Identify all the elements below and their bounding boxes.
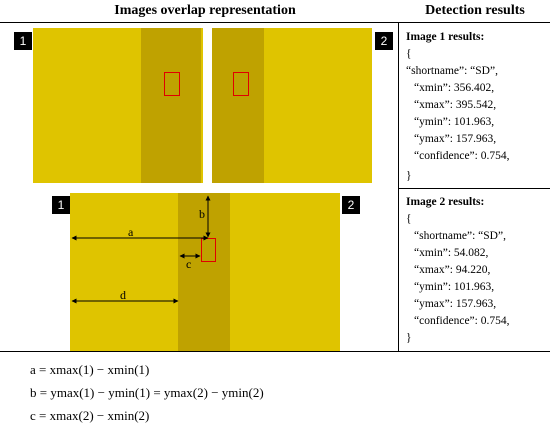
overlap-band (178, 193, 230, 351)
result-line: “ymin”: 101.963, (414, 281, 495, 293)
image-1-panel (33, 28, 203, 183)
table-rule-bottom (0, 351, 550, 352)
result-line: “shortname”: “SD”, (406, 65, 498, 77)
right-column-header: Detection results (425, 3, 525, 18)
image-1-results: Image 1 results: { “shortname”: “SD”, “x… (406, 31, 509, 167)
detection-box (201, 238, 216, 262)
detection-box (164, 72, 180, 96)
result-line: “xmin”: 54.082, (414, 247, 489, 259)
merged-image-2-badge: 2 (342, 196, 360, 214)
detection-box (233, 72, 249, 96)
result-line: “confidence”: 0.754, (414, 315, 510, 327)
results-title: Image 2 results: (406, 196, 485, 208)
left-column-header: Images overlap representation (114, 3, 296, 18)
result-line: “confidence”: 0.754, (414, 150, 510, 162)
result-line: “shortname”: “SD”, (414, 230, 506, 242)
row-rule-middle (398, 188, 550, 189)
image-1-badge: 1 (14, 32, 32, 50)
merged-image-panel (70, 193, 340, 351)
dimension-b-label: b (199, 207, 205, 221)
image-2-results: Image 2 results: { “shortname”: “SD”, “x… (406, 196, 509, 349)
result-line: “xmax”: 395.542, (414, 99, 497, 111)
result-line: “xmax”: 94.220, (414, 264, 491, 276)
column-divider (398, 22, 399, 351)
results-close-brace: } (406, 332, 412, 344)
formula-a: a = xmax(1) − xmin(1) (30, 362, 150, 377)
result-line: “ymin”: 101.963, (414, 116, 495, 128)
formula-b: b = ymax(1) − ymin(1) = ymax(2) − ymin(2… (30, 385, 264, 400)
dimension-c-label: c (186, 257, 192, 271)
overlap-band (212, 28, 264, 183)
results-close-brace: } (406, 170, 412, 182)
result-line: “xmin”: 356.402, (414, 82, 495, 94)
results-title: Image 1 results: (406, 31, 485, 43)
result-line: “ymax”: 157.963, (414, 298, 497, 310)
formula-c: c = xmax(2) − xmin(2) (30, 408, 150, 423)
header-rule-top (0, 22, 550, 23)
dimension-d-label: d (120, 288, 126, 302)
overlap-band (141, 28, 201, 183)
results-open-brace: { (406, 48, 412, 60)
image-2-badge: 2 (375, 32, 393, 50)
merged-image-1-badge: 1 (52, 196, 70, 214)
dimension-a-label: a (128, 225, 134, 239)
results-open-brace: { (406, 213, 412, 225)
image-2-panel (212, 28, 372, 183)
result-line: “ymax”: 157.963, (414, 133, 497, 145)
